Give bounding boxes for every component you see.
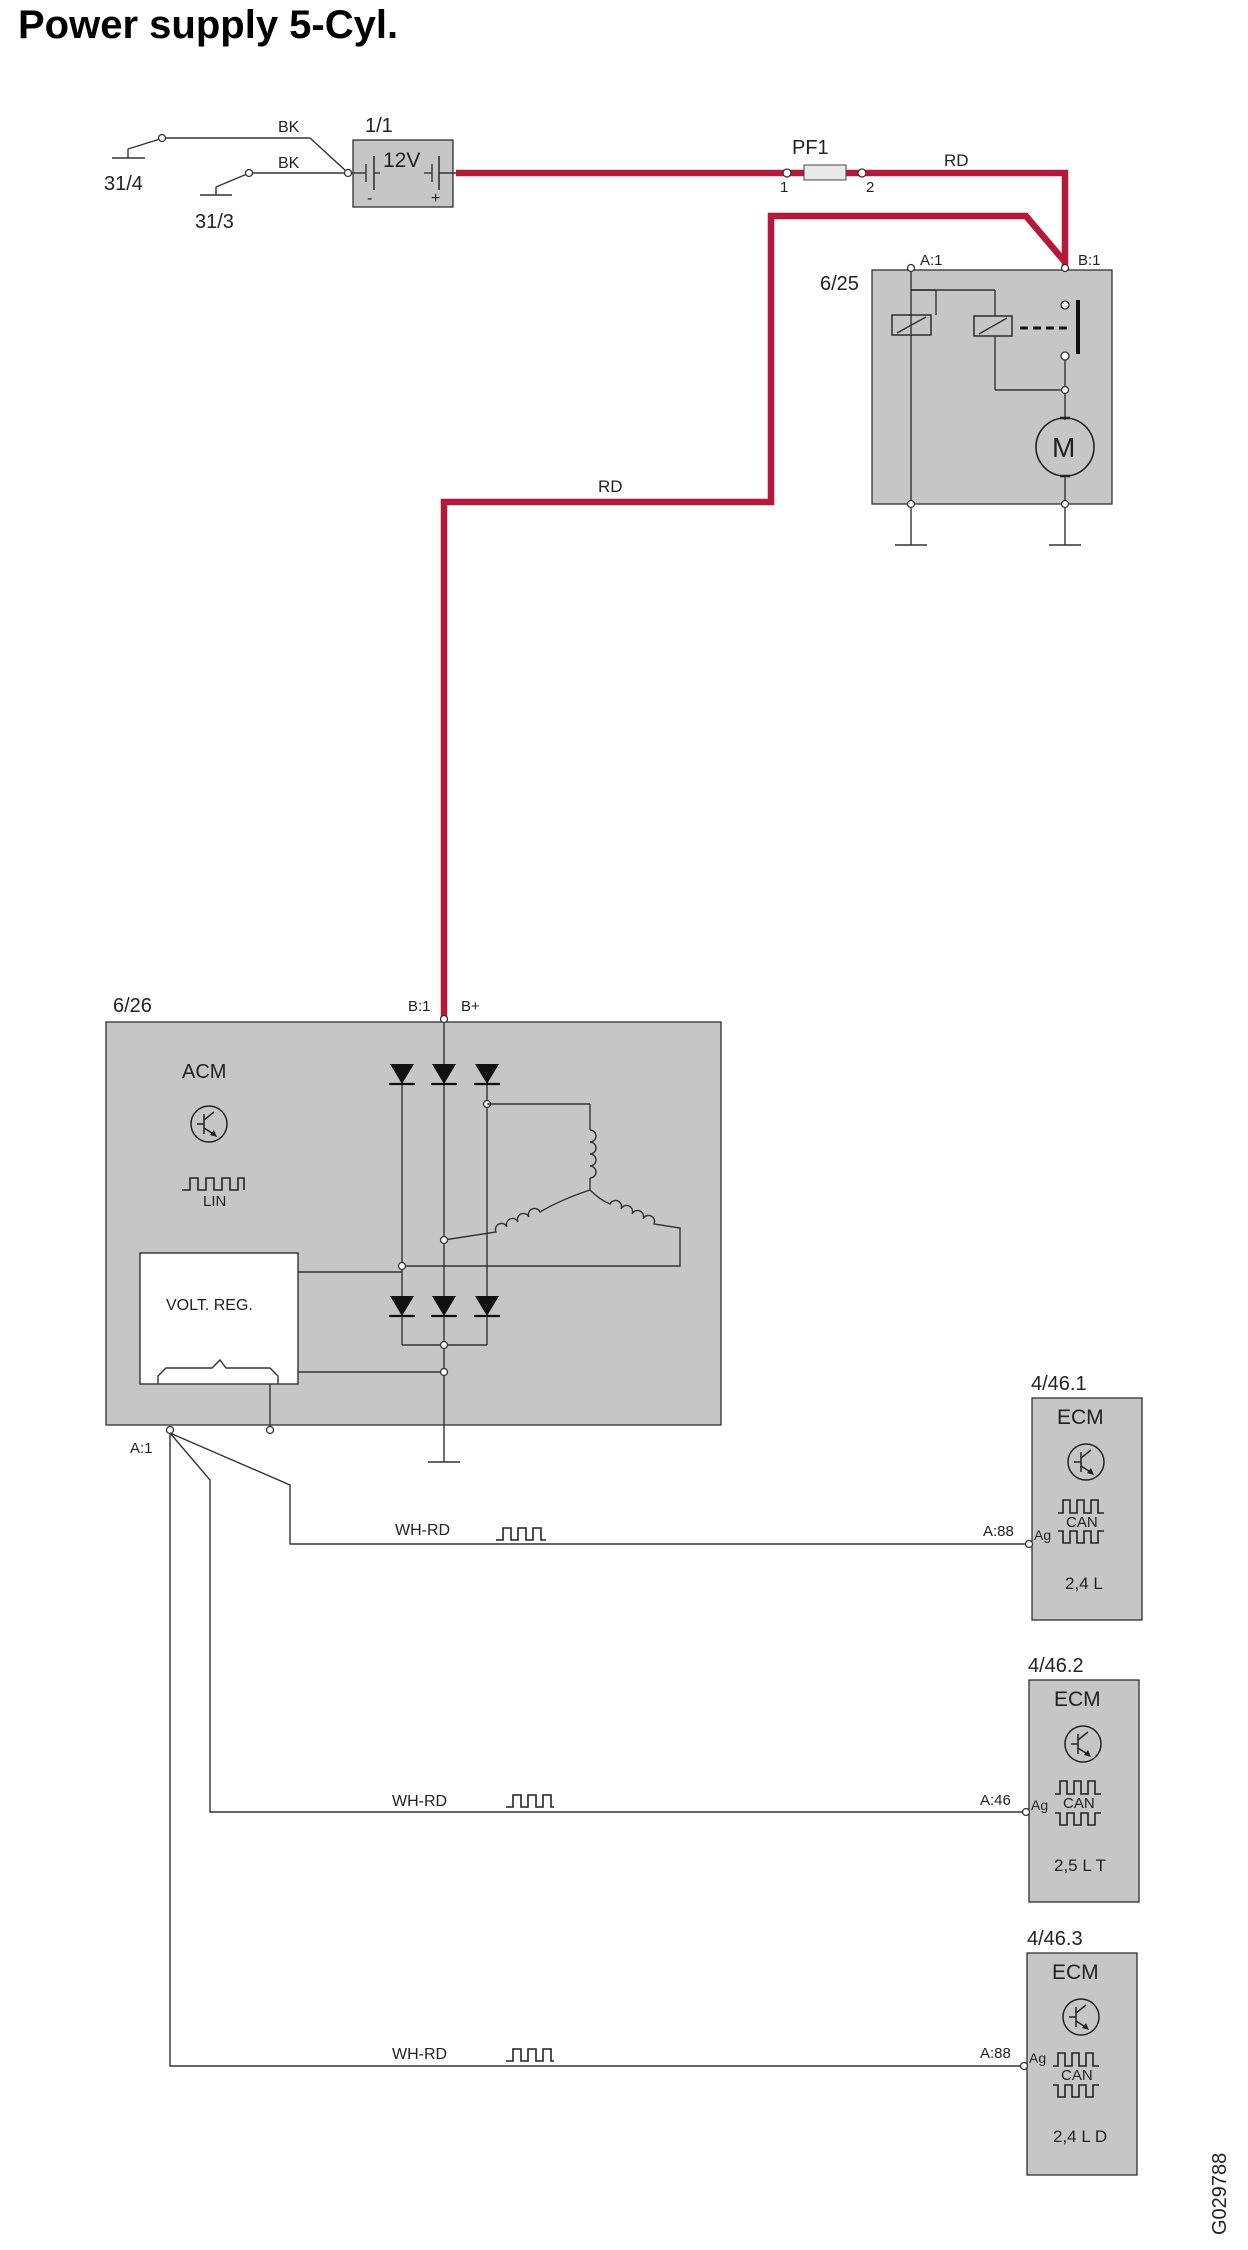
lin-label: LIN (203, 1193, 226, 1210)
fuse-ref: PF1 (792, 137, 829, 159)
ground-31-4-label: 31/4 (104, 173, 143, 195)
battery-ref: 1/1 (365, 115, 393, 137)
wire-lin-ecm2 (169, 1432, 1026, 1813)
ecm2-wire-label: WH-RD (392, 1793, 447, 1810)
ecm1-engine: 2,4 L (1065, 1574, 1103, 1593)
ecm1-bus: CAN (1066, 1514, 1098, 1531)
battery: 1/1 12V - + (351, 115, 456, 208)
ecm-4-46-1: 4/46.1 ECM CAN Ag 2,4 L (1031, 1373, 1143, 1621)
voltage-regulator (139, 1252, 299, 1385)
ecm3-bus: CAN (1061, 2067, 1093, 2084)
alternator-pin-b: B:1 (408, 998, 431, 1015)
drawing-id: G029788 (1209, 2153, 1231, 2235)
alternator-pin-a: A:1 (130, 1440, 153, 1457)
ecm2-ag: Ag (1031, 1797, 1048, 1813)
battery-minus: - (367, 190, 372, 207)
ecm3-wire-label: WH-RD (392, 2046, 447, 2063)
page-title: Power supply 5-Cyl. (18, 3, 398, 47)
lin-pulse-icon-2 (506, 1794, 554, 1808)
motor-label: M (1052, 432, 1075, 463)
lin-pulse-icon-3 (506, 2048, 554, 2062)
ecm2-name: ECM (1054, 1688, 1101, 1711)
ecm1-wire-label: WH-RD (395, 1522, 450, 1539)
ecm1-pin: A:88 (983, 1523, 1014, 1540)
ecm1-ag: Ag (1034, 1527, 1051, 1543)
wire-rd-label-2: RD (598, 477, 623, 496)
ecm2-bus: CAN (1063, 1795, 1095, 1812)
starter-pin-a: A:1 (920, 252, 943, 269)
wire-rd-label-1: RD (944, 151, 969, 170)
acm-label: ACM (182, 1061, 226, 1083)
starter-pin-b: B:1 (1078, 252, 1101, 269)
wire-lin-ecm1 (169, 1432, 1026, 1545)
starter-6-25: 6/25 A:1 B:1 M (820, 252, 1113, 546)
ecm2-pin: A:46 (980, 1792, 1011, 1809)
fuse-pin1: 1 (780, 179, 788, 196)
battery-voltage: 12V (383, 149, 420, 172)
ground-31-3-label: 31/3 (195, 211, 234, 233)
wire-lin-ecm3 (169, 1433, 1026, 2067)
fuse-pin2: 2 (866, 179, 874, 196)
ecm2-engine: 2,5 L T (1054, 1856, 1106, 1875)
ground-31-4: 31/4 (104, 133, 310, 195)
ecm3-ref: 4/46.3 (1027, 1928, 1083, 1950)
ecm-4-46-2: 4/46.2 ECM CAN Ag 2,5 L T (1028, 1655, 1140, 1903)
ground-31-3: 31/3 (195, 168, 345, 233)
wire-rd-starter-alternator (440, 212, 1068, 1017)
regulator-label: VOLT. REG. (166, 1297, 253, 1314)
ecm2-ref: 4/46.2 (1028, 1655, 1084, 1677)
ecm3-engine: 2,4 L D (1053, 2127, 1107, 2146)
wire-bk-1: BK (278, 119, 300, 136)
lin-pulse-icon-1 (496, 1527, 546, 1541)
starter-ref: 6/25 (820, 273, 859, 295)
alternator-ref: 6/26 (113, 995, 152, 1017)
ecm1-ref: 4/46.1 (1031, 1373, 1087, 1395)
ecm3-pin: A:88 (980, 2045, 1011, 2062)
fuse-pf1: PF1 1 2 (780, 137, 874, 196)
lin-signal-icon (182, 1177, 245, 1191)
ecm3-ag: Ag (1029, 2050, 1046, 2066)
alternator-6-26: 6/26 B:1 B+ ACM LIN (105, 995, 722, 1463)
wire-bk-2: BK (278, 155, 300, 172)
ecm-4-46-3: 4/46.3 ECM CAN Ag 2,4 L D (1026, 1928, 1138, 2176)
alternator-bplus: B+ (461, 998, 480, 1015)
ecm3-name: ECM (1052, 1961, 1099, 1984)
battery-plus: + (431, 190, 440, 207)
ecm1-name: ECM (1057, 1406, 1104, 1429)
